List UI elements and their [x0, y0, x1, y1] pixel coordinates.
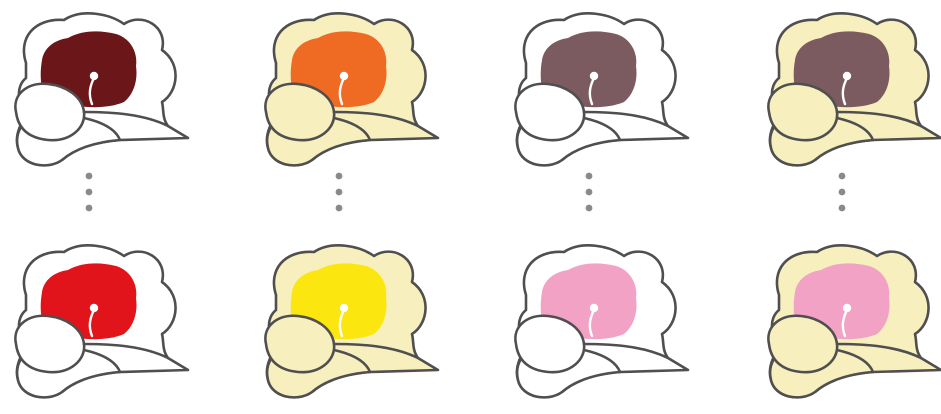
flower-stamen-tip	[590, 72, 598, 80]
flower-stamen-tip	[590, 304, 598, 312]
flower-bottom-4	[768, 245, 941, 397]
ellipsis-dot	[839, 189, 846, 196]
flower-top-4	[768, 13, 941, 165]
ellipsis-dot	[86, 173, 93, 180]
ellipsis-dot	[86, 205, 93, 212]
ellipsis-dot	[336, 173, 343, 180]
flower-bottom-3	[515, 245, 688, 397]
flower-stamen-tip	[340, 304, 348, 312]
flower-top-3	[515, 13, 688, 165]
ellipsis-dots-4	[839, 173, 846, 212]
ellipsis-dot	[336, 205, 343, 212]
flower-stamen-tip	[90, 72, 98, 80]
flower-top-2	[265, 13, 438, 165]
ellipsis-dot	[839, 205, 846, 212]
flower-stamen-tip	[843, 304, 851, 312]
flower-bottom-1	[15, 245, 188, 397]
flower-stamen-tip	[90, 304, 98, 312]
ellipsis-dots-2	[336, 173, 343, 212]
ellipsis-dot	[586, 205, 593, 212]
ellipsis-dot	[586, 189, 593, 196]
ellipsis-dot	[336, 189, 343, 196]
flower-top-1	[15, 13, 188, 165]
flower-stamen-tip	[843, 72, 851, 80]
ellipsis-dots-3	[586, 173, 593, 212]
ellipsis-dots-1	[86, 173, 93, 212]
ellipsis-dot	[839, 173, 846, 180]
flower-stamen-tip	[340, 72, 348, 80]
ellipsis-dot	[586, 173, 593, 180]
ellipsis-dot	[86, 189, 93, 196]
flower-bottom-2	[265, 245, 438, 397]
